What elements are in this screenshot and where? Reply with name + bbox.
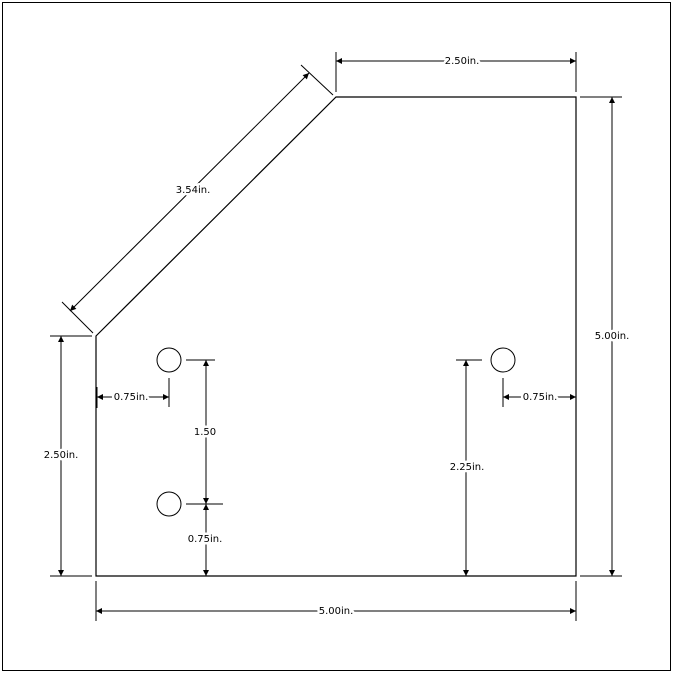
hole-top-left xyxy=(156,347,182,373)
dim-label: 2.50in. xyxy=(445,56,480,67)
dimension-right-hole-height: 2.25in. xyxy=(447,359,487,577)
dim-label: 0.75in. xyxy=(523,392,558,403)
hole-right xyxy=(490,347,516,373)
dimension-right-height: 5.00in. xyxy=(580,96,632,577)
hole-bottom-left xyxy=(156,491,182,517)
dimension-bottom-hole-offset: 0.75in. xyxy=(185,504,225,577)
dim-label: 0.75in. xyxy=(114,392,149,403)
dim-label: 5.00in. xyxy=(319,606,354,617)
dim-label: 5.00in. xyxy=(595,331,630,342)
dim-label: 2.50in. xyxy=(44,450,79,461)
dimension-bottom-width: 5.00in. xyxy=(95,581,577,621)
dim-label: 3.54in. xyxy=(176,185,211,196)
dimension-left-hole-offset: 0.75in. xyxy=(96,378,170,408)
dimension-right-hole-offset: 0.75in. xyxy=(502,352,577,408)
dimension-top-width: 2.50in. xyxy=(335,52,577,92)
dimension-left-height: 2.50in. xyxy=(41,335,92,577)
dimension-chamfer: 3.54in. xyxy=(61,64,334,334)
dim-label: 0.75in. xyxy=(188,534,223,545)
dim-label: 1.50 xyxy=(194,427,216,438)
dimension-hole-spacing: 1.50 xyxy=(186,359,223,505)
dim-label: 2.25in. xyxy=(450,462,485,473)
